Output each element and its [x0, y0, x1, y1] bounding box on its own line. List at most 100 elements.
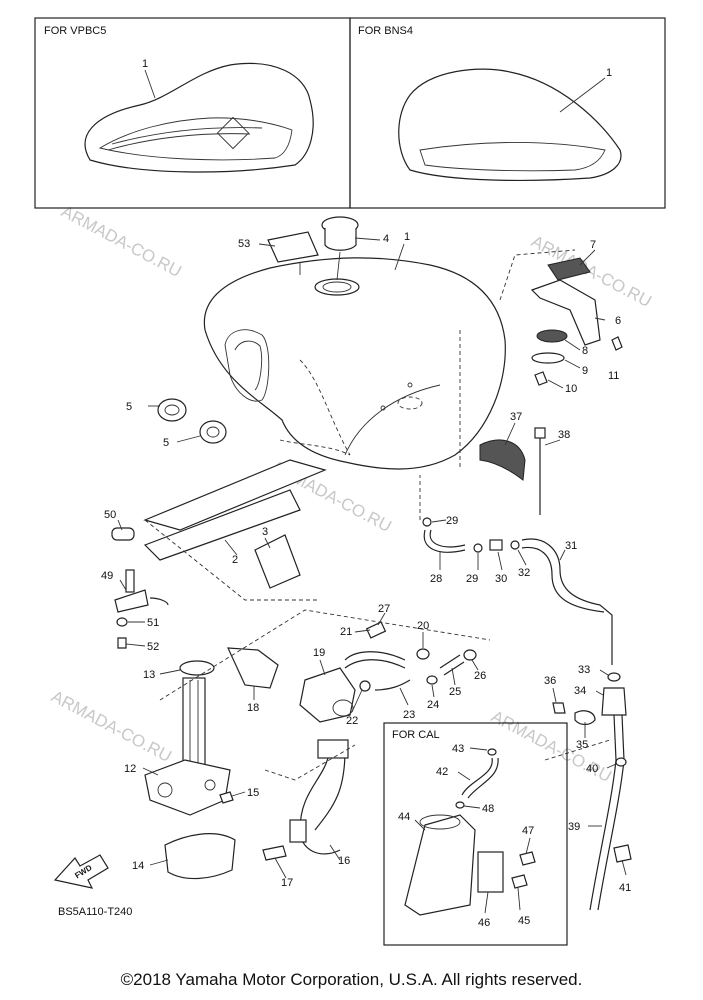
callout: 23: [403, 709, 415, 721]
damper-8: [536, 329, 568, 343]
tank-knee-recess: [224, 329, 270, 402]
gasket-13: [179, 660, 215, 676]
clip-26: [463, 649, 477, 661]
tank-hole: [397, 396, 423, 410]
hose-23: [374, 679, 411, 691]
main-fuel-tank: [203, 257, 506, 470]
fuel-cock-lever: [125, 569, 135, 593]
callout: 22: [346, 715, 358, 727]
bracket-46: [477, 851, 504, 893]
filler-neck-inner: [322, 281, 352, 293]
bracket-6: [530, 279, 601, 346]
band-38-head: [534, 427, 546, 439]
callout: 36: [544, 675, 556, 687]
hose-21-edge: [344, 659, 406, 669]
hose-25-edge: [443, 661, 465, 676]
clip-40: [615, 757, 627, 767]
hose-28-edge: [429, 529, 466, 548]
callout: 32: [518, 567, 530, 579]
leader-line: [552, 687, 557, 703]
callout: 47: [522, 825, 534, 837]
callout-1: 1: [142, 58, 148, 70]
harness-connector: [289, 819, 307, 843]
callout-labels: 1 2 3 4 5 5 6 7 8 9 10 11 12 13 14 15 16…: [101, 231, 631, 929]
callout-1: 1: [606, 67, 612, 79]
callout: 34: [574, 685, 586, 697]
assembly-dash: [544, 739, 611, 761]
leader-line: [564, 339, 581, 351]
variant-box-bns4: FOR BNS4 1: [349, 17, 666, 209]
clip-27: [365, 621, 387, 639]
leader-lines: [117, 237, 627, 914]
callout: 21: [340, 626, 352, 638]
tank-crease: [344, 384, 441, 456]
clamp-17: [262, 845, 287, 861]
leader-line: [149, 859, 169, 866]
leader-line: [414, 819, 426, 831]
watermark: ARMADA-CO.RU: [58, 202, 185, 281]
callout: 19: [313, 647, 325, 659]
clip-43: [487, 748, 497, 756]
callout: 11: [608, 370, 619, 382]
fuel-filter: [227, 647, 279, 689]
callout: 37: [510, 411, 522, 423]
grommets: [157, 398, 227, 444]
gasket-50: [111, 527, 135, 541]
assembly-dash: [144, 519, 320, 601]
clip-33: [607, 672, 621, 682]
leader-line: [351, 689, 363, 713]
fwd-arrow-shape: [53, 854, 109, 889]
tank-hole-small: [380, 405, 386, 411]
callout: 7: [590, 239, 596, 251]
fuel-filter-18: [227, 647, 279, 689]
hose-42: [461, 757, 493, 796]
tank-inner-dash: [299, 359, 351, 456]
pump-port: [204, 779, 216, 791]
leader-line: [231, 791, 246, 797]
leader-line: [431, 519, 447, 523]
leader-line: [142, 767, 159, 776]
clip-29: [473, 543, 483, 553]
callout: 5: [126, 401, 132, 413]
leader-line: [457, 771, 471, 781]
bracket-7: [547, 257, 591, 281]
callout: 4: [383, 233, 389, 245]
protector-14: [164, 833, 236, 880]
joint-30: [489, 539, 503, 551]
callout: 6: [615, 315, 621, 327]
canister-top: [419, 814, 461, 830]
tank-graphic: [419, 141, 606, 172]
leader-line: [394, 243, 405, 271]
callout: 52: [147, 641, 159, 653]
callout: 12: [124, 763, 136, 775]
bolt-11: [611, 336, 623, 351]
grommet-5: [199, 420, 227, 444]
variant-box-frame: [349, 17, 666, 209]
leader-line: [431, 684, 435, 698]
leader-line: [336, 251, 341, 281]
leader-line: [463, 805, 481, 809]
filter-edge: [227, 647, 246, 686]
leader-line: [264, 537, 271, 549]
leader-line: [176, 435, 201, 443]
callout: 35: [576, 739, 588, 751]
callout: 42: [436, 766, 448, 778]
copyright: ©2018 Yamaha Motor Corporation, U.S.A. A…: [120, 970, 583, 989]
fuel-pump-12: [144, 759, 231, 816]
callout: 15: [247, 787, 259, 799]
bolt-45: [511, 874, 528, 889]
fuel-filler-neck: [314, 278, 360, 296]
callout: 5: [163, 437, 169, 449]
clip-24: [426, 675, 438, 685]
callout: 1: [404, 231, 410, 243]
leader-line: [525, 837, 531, 855]
filter-34: [601, 687, 627, 716]
leader-line: [377, 612, 386, 626]
callout: 24: [427, 699, 439, 711]
cal-box-frame: [383, 722, 568, 946]
fuel-cock-outlet: [149, 597, 169, 606]
callout: 45: [518, 915, 530, 927]
cal-box: FOR CAL: [383, 722, 568, 946]
leader-line: [579, 249, 596, 266]
